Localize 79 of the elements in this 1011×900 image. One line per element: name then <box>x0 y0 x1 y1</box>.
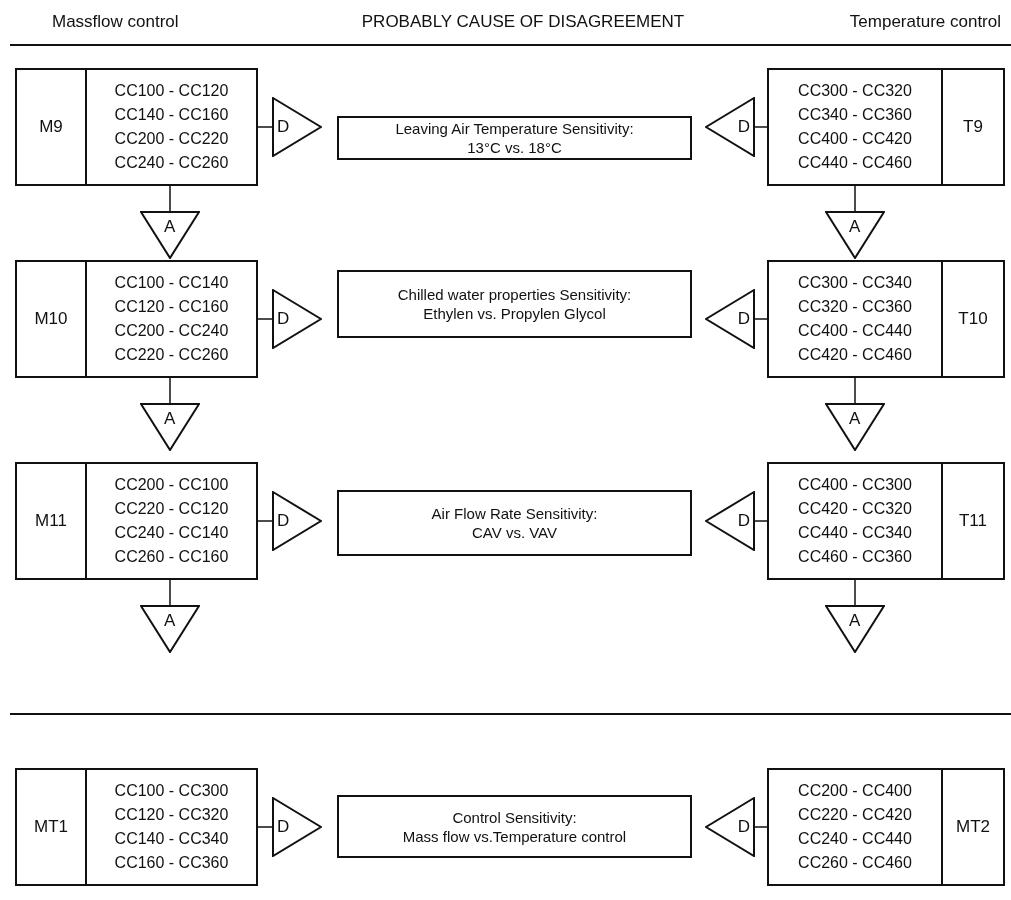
range-list: CC100 - CC120 CC140 - CC160 CC200 - CC220 CC240 - CC260 <box>110 79 233 175</box>
range-box <box>767 768 1005 886</box>
case-label: MT2 <box>956 817 990 837</box>
range-box <box>767 68 1005 186</box>
triangle-letter: D <box>737 817 750 837</box>
triangle-letter: A <box>164 611 176 631</box>
triangle-letter: D <box>737 309 750 329</box>
cause-box <box>337 490 692 556</box>
triangle-letter: D <box>277 511 290 531</box>
triangle-marker <box>705 289 755 349</box>
connector-line <box>169 185 171 212</box>
triangle-marker <box>825 403 885 451</box>
triangle-letter: A <box>849 611 861 631</box>
triangle-letter: D <box>277 309 290 329</box>
triangle-letter: A <box>164 217 176 237</box>
case-label: MT1 <box>34 817 68 837</box>
cause-heading: Chilled water properties Sensitivity: <box>397 285 632 304</box>
cause-heading: Control Sensitivity: <box>452 807 577 827</box>
triangle-marker <box>825 211 885 259</box>
cause-text: Mass flow vs.Temperature control <box>402 826 627 846</box>
triangle-marker <box>272 97 322 157</box>
triangle-letter: D <box>277 817 290 837</box>
connector-line <box>257 826 273 828</box>
triangle-marker <box>272 491 322 551</box>
range-list: CC100 - CC300 CC120 - CC320 CC140 - CC340 CC160 - CC360 <box>110 779 233 875</box>
connector-line <box>169 377 171 404</box>
connector-line <box>854 579 856 606</box>
range-list: CC300 - CC340 CC320 - CC360 CC400 - CC440 CC420 - CC460 <box>794 271 916 367</box>
cause-text: 13°C vs. 18°C <box>467 138 562 157</box>
triangle-marker <box>705 491 755 551</box>
connector-line <box>169 579 171 606</box>
range-list: CC100 - CC140 CC120 - CC160 CC200 - CC240 CC220 - CC260 <box>110 271 233 367</box>
cause-heading: Leaving Air Temperature Sensitivity: <box>395 119 634 138</box>
column-heading: Massflow control <box>52 12 179 32</box>
triangle-marker <box>272 289 322 349</box>
connector-line <box>257 318 273 320</box>
triangle-marker <box>140 605 200 653</box>
cause-box <box>337 795 692 858</box>
cause-box <box>337 116 692 160</box>
cause-text: CAV vs. VAV <box>472 523 557 542</box>
triangle-marker <box>705 797 755 857</box>
column-heading: PROBABLY CAUSE OF DISAGREEMENT <box>361 12 685 32</box>
range-box <box>15 462 258 580</box>
connector-line <box>754 126 768 128</box>
range-box <box>15 768 258 886</box>
case-label: T9 <box>963 117 983 137</box>
connector-line <box>854 377 856 404</box>
triangle-letter: D <box>737 117 750 137</box>
triangle-marker <box>705 97 755 157</box>
range-list: CC200 - CC400 CC220 - CC420 CC240 - CC440 CC260 - CC460 <box>794 779 916 875</box>
case-label: M10 <box>34 309 68 329</box>
cause-text: Ethylen vs. Propylen Glycol <box>423 304 606 323</box>
range-list: CC300 - CC320 CC340 - CC360 CC400 - CC420 CC440 - CC460 <box>794 79 916 175</box>
triangle-letter: A <box>164 409 176 429</box>
triangle-marker <box>140 211 200 259</box>
triangle-marker <box>825 605 885 653</box>
range-box <box>767 462 1005 580</box>
range-list: CC200 - CC100 CC220 - CC120 CC240 - CC140 CC260 - CC160 <box>110 473 233 569</box>
triangle-marker <box>140 403 200 451</box>
triangle-marker <box>272 797 322 857</box>
triangle-letter: A <box>849 217 861 237</box>
case-label: T11 <box>958 511 987 531</box>
cause-box <box>337 270 692 338</box>
connector-line <box>854 185 856 212</box>
triangle-letter: D <box>737 511 750 531</box>
case-label: M9 <box>39 117 63 137</box>
connector-line <box>754 520 768 522</box>
connector-line <box>754 318 768 320</box>
cause-heading: Air Flow Rate Sensitivity: <box>431 504 598 523</box>
range-list: CC400 - CC300 CC420 - CC320 CC440 - CC340 CC460 - CC360 <box>794 473 916 569</box>
case-label: T10 <box>958 309 988 329</box>
range-box <box>15 68 258 186</box>
column-heading: Temperature control <box>849 12 1001 32</box>
triangle-letter: A <box>849 409 861 429</box>
triangle-letter: D <box>277 117 290 137</box>
case-label: M11 <box>35 511 67 531</box>
connector-line <box>257 126 273 128</box>
connector-line <box>257 520 273 522</box>
connector-line <box>754 826 768 828</box>
